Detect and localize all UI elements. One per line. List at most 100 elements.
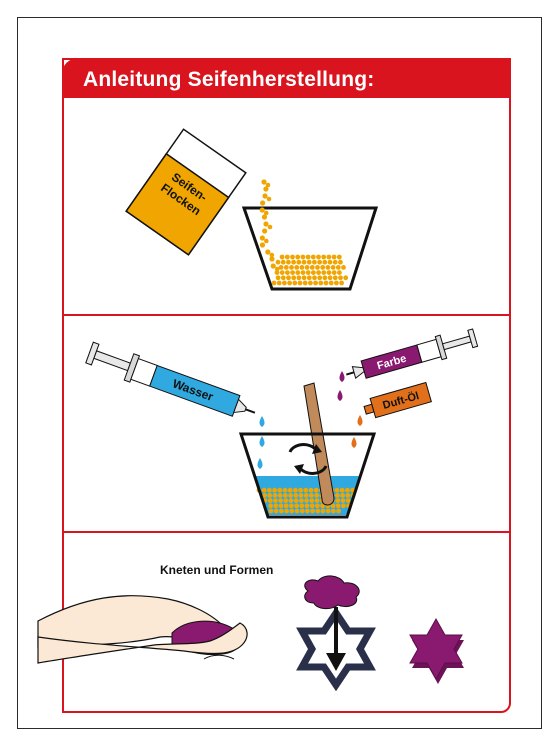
flake-dot bbox=[323, 275, 328, 280]
hands-kneading-icon bbox=[38, 596, 247, 663]
flake-dot bbox=[300, 509, 305, 514]
flake-dot bbox=[262, 214, 267, 219]
flake-dot bbox=[265, 249, 270, 254]
flake-dot bbox=[296, 260, 301, 265]
flake-dot bbox=[279, 503, 284, 508]
flake-dot bbox=[276, 275, 281, 280]
flake-dot bbox=[333, 260, 338, 265]
flake-dot bbox=[260, 207, 265, 212]
flake-dot bbox=[281, 260, 286, 265]
flake-dot bbox=[273, 503, 278, 508]
flake-dot bbox=[283, 498, 288, 503]
flake-dot bbox=[315, 265, 320, 270]
flake-dot bbox=[314, 493, 319, 498]
flake-dot bbox=[305, 503, 310, 508]
flake-dot bbox=[309, 488, 314, 493]
flake-dot bbox=[345, 493, 350, 498]
flake-dot bbox=[326, 265, 331, 270]
flake-dot bbox=[263, 221, 268, 226]
flake-dot bbox=[309, 498, 314, 503]
flake-dot bbox=[310, 503, 315, 508]
flake-dot bbox=[336, 265, 341, 270]
flake-dot bbox=[282, 281, 287, 286]
flake-dot bbox=[334, 281, 339, 286]
flake-dot bbox=[331, 265, 336, 270]
flake-dot bbox=[287, 281, 292, 286]
flake-dot bbox=[288, 493, 293, 498]
flake-dot bbox=[292, 281, 297, 286]
flake-dot bbox=[294, 503, 299, 508]
flake-dot bbox=[263, 186, 268, 191]
flake-dot bbox=[304, 498, 309, 503]
flake-dot bbox=[262, 228, 267, 233]
flake-dot bbox=[261, 179, 266, 184]
flake-dot bbox=[280, 255, 285, 260]
flake-dot bbox=[341, 265, 346, 270]
water-drops-icon bbox=[258, 416, 265, 469]
step-3-illustration: Kneten und Formen bbox=[64, 533, 509, 709]
flake-dot bbox=[279, 509, 284, 514]
flake-dot bbox=[332, 270, 337, 275]
flake-dot bbox=[341, 498, 346, 503]
flake-dot bbox=[311, 270, 316, 275]
flake-dot bbox=[260, 235, 265, 240]
flake-dot bbox=[260, 242, 265, 247]
flake-dot bbox=[268, 503, 273, 508]
flake-dot bbox=[324, 281, 329, 286]
flake-dot bbox=[310, 509, 315, 514]
card-title: Anleitung Seifenherstellung: bbox=[83, 60, 374, 100]
flake-dot bbox=[321, 270, 326, 275]
flake-dot bbox=[283, 493, 288, 498]
flake-dot bbox=[316, 270, 321, 275]
flake-dot bbox=[262, 488, 267, 493]
flake-dot bbox=[307, 260, 312, 265]
flake-dot bbox=[278, 493, 283, 498]
flake-dot bbox=[320, 265, 325, 270]
flake-dot bbox=[321, 255, 326, 260]
flake-dot bbox=[327, 255, 332, 260]
flake-dot bbox=[284, 503, 289, 508]
flake-dot bbox=[295, 270, 300, 275]
flake-dot bbox=[269, 256, 274, 261]
flake-dot bbox=[322, 260, 327, 265]
flake-dot bbox=[291, 260, 296, 265]
flake-dot bbox=[335, 488, 340, 493]
flake-dot bbox=[328, 275, 333, 280]
flake-dot bbox=[267, 493, 272, 498]
flake-dot bbox=[306, 255, 311, 260]
flake-dot bbox=[289, 503, 294, 508]
flake-dot bbox=[285, 255, 290, 260]
flake-dot bbox=[315, 498, 320, 503]
flake-dot bbox=[268, 225, 273, 230]
flakes-bag-icon: Seifen- Flocken bbox=[126, 129, 246, 255]
flake-dot bbox=[314, 488, 319, 493]
flake-dot bbox=[277, 281, 282, 286]
flake-dot bbox=[340, 493, 345, 498]
flake-dot bbox=[301, 270, 306, 275]
flake-dot bbox=[291, 275, 296, 280]
flake-dot bbox=[274, 509, 279, 514]
flake-dot bbox=[264, 239, 269, 244]
flake-dot bbox=[346, 498, 351, 503]
flake-dot bbox=[315, 503, 320, 508]
flake-dot bbox=[310, 265, 315, 270]
flake-dot bbox=[311, 255, 316, 260]
flake-dot bbox=[290, 255, 295, 260]
flake-dot bbox=[337, 270, 342, 275]
flake-dot bbox=[315, 509, 320, 514]
flake-dot bbox=[284, 509, 289, 514]
step-1-panel: Seifen- Flocken bbox=[64, 100, 509, 314]
flake-dot bbox=[321, 509, 326, 514]
flake-dot bbox=[286, 260, 291, 265]
flake-dot bbox=[312, 260, 317, 265]
flake-dot bbox=[273, 493, 278, 498]
flake-dot bbox=[333, 275, 338, 280]
flake-dot bbox=[280, 270, 285, 275]
flake-dot bbox=[331, 509, 336, 514]
flake-dot bbox=[273, 498, 278, 503]
flake-dot bbox=[317, 260, 322, 265]
flake-dot bbox=[288, 488, 293, 493]
flake-dot bbox=[275, 270, 280, 275]
flake-dot bbox=[335, 493, 340, 498]
flake-dot bbox=[293, 493, 298, 498]
